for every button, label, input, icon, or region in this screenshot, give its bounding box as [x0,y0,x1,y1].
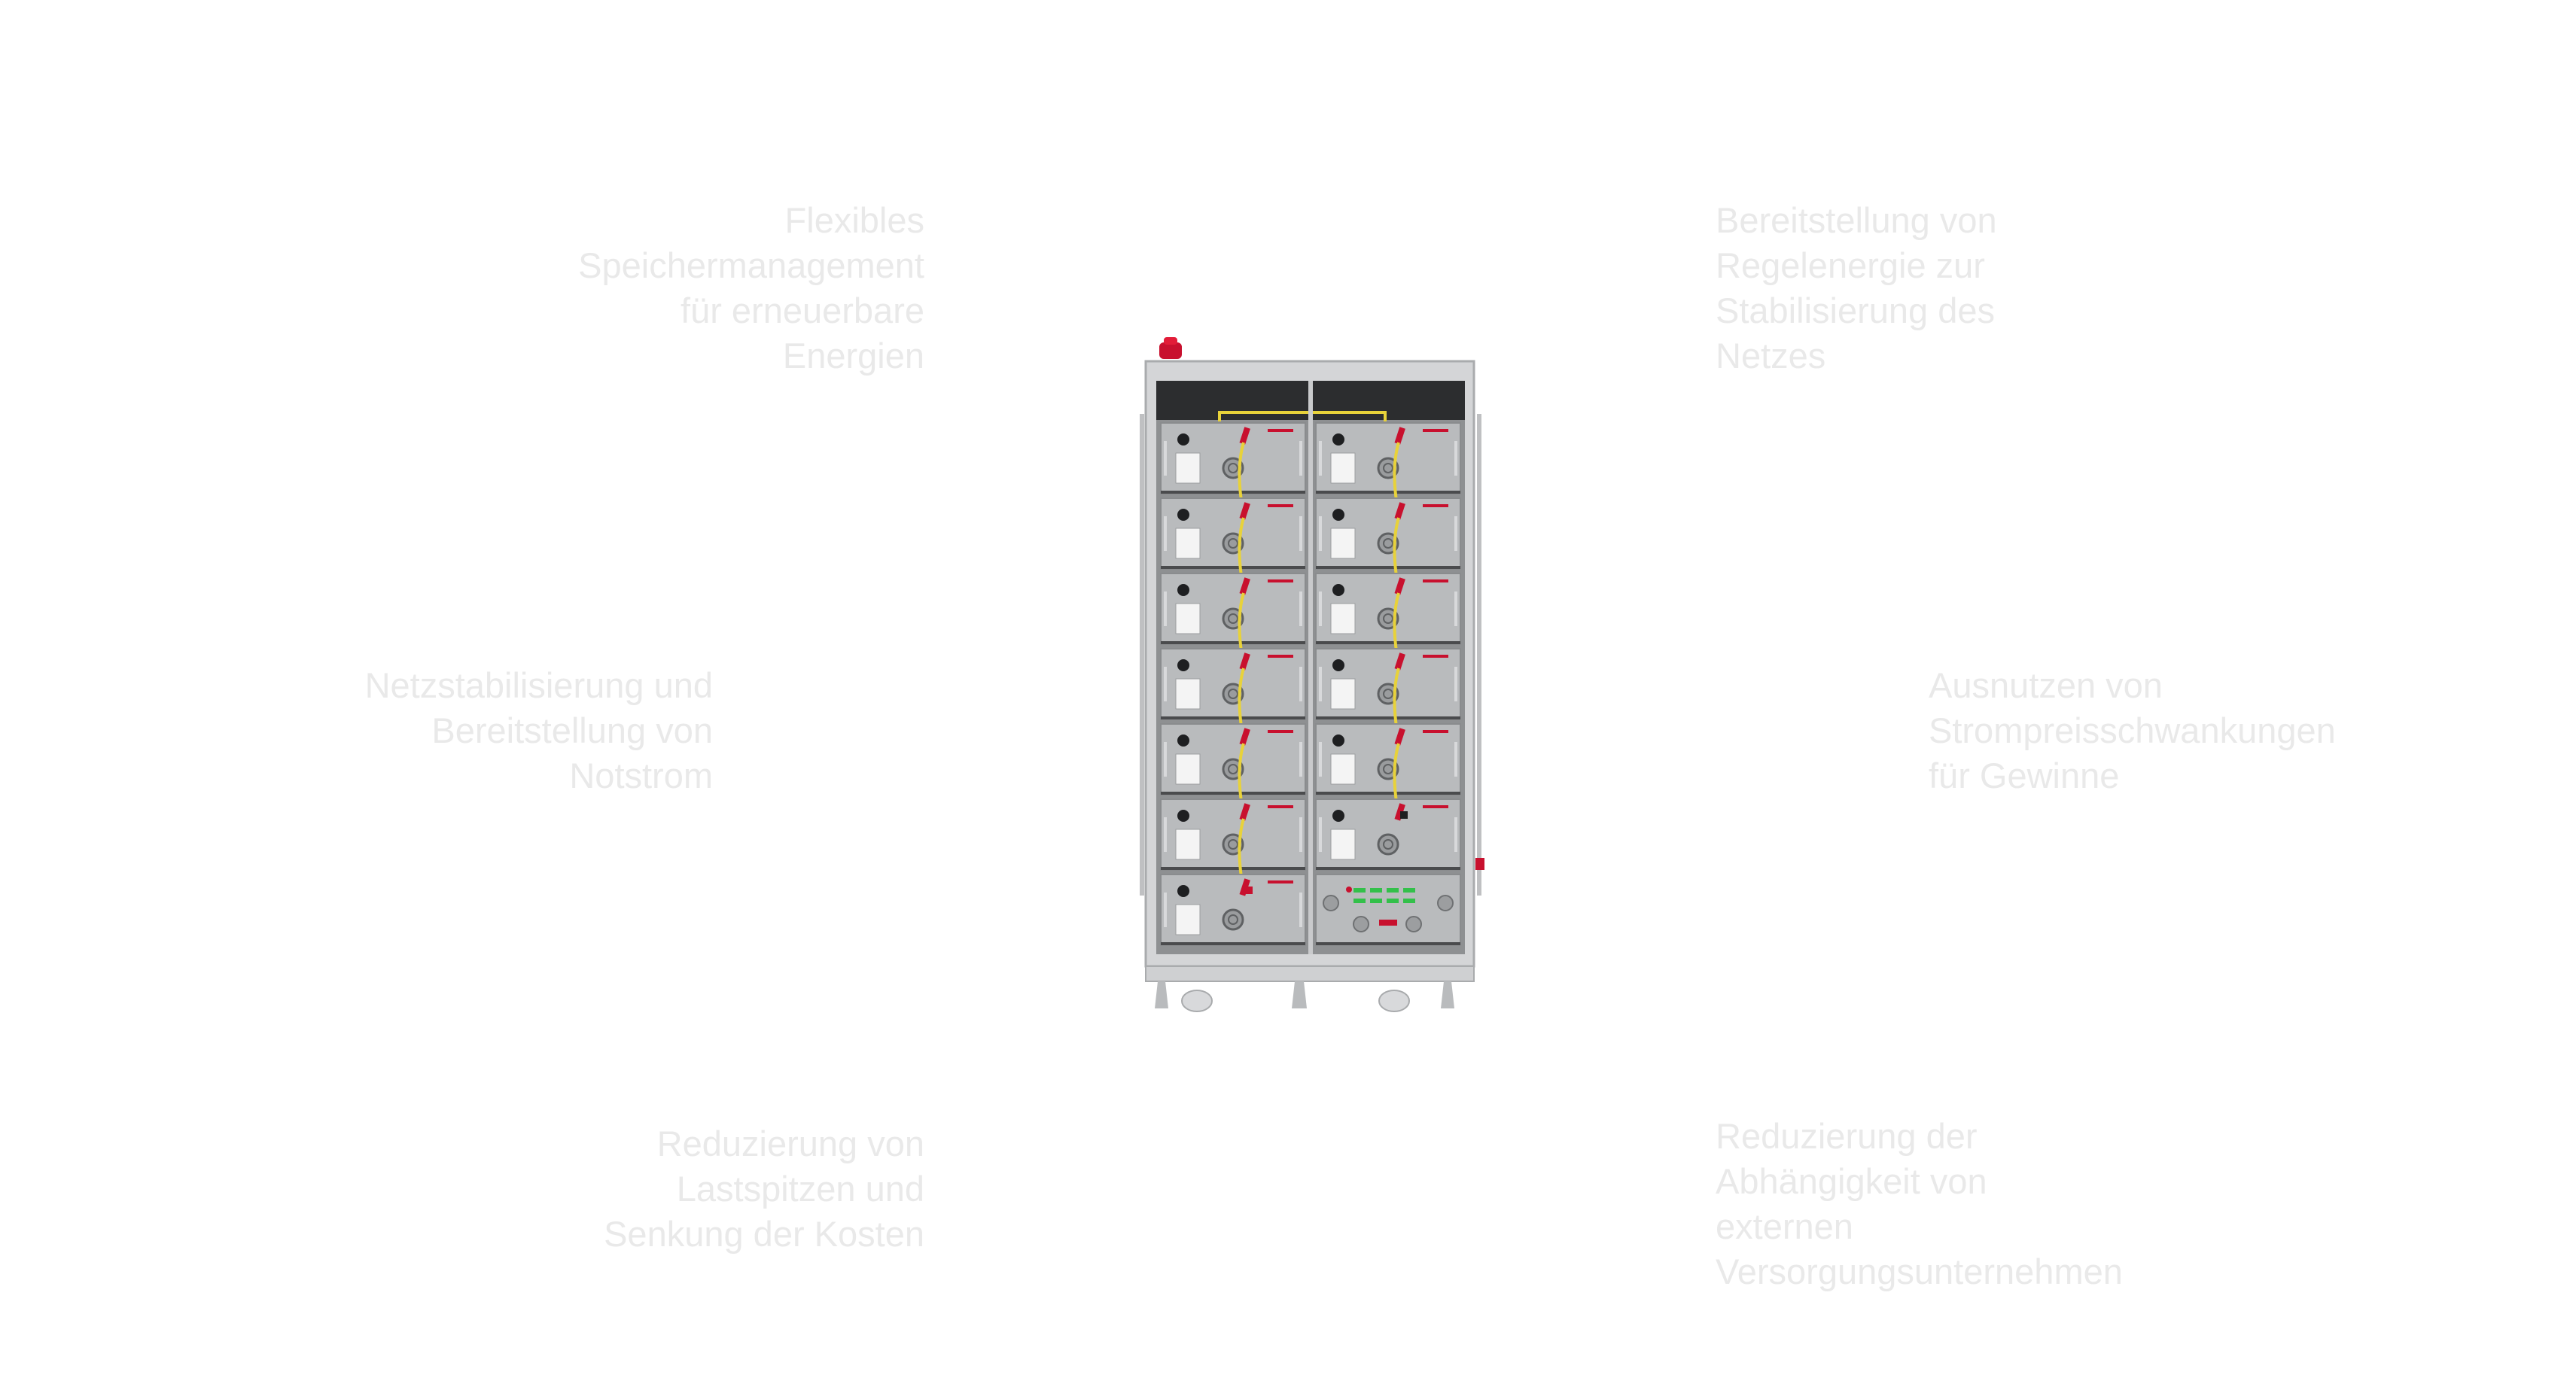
battery-storage-cabinet-image [1140,337,1484,1012]
feature-text-peak-shaving: Reduzierung von Lastspitzen und Senkung … [604,1124,924,1254]
feature-text-grid-stabilization: Netzstabilisierung und Bereitstellung vo… [364,665,713,795]
battery-module [1315,874,1461,946]
feature-text-utility-independence: Reduzierung der Abhängigkeit von externe… [1716,1116,2123,1291]
feature-text-price-arbitrage: Ausnutzen von Strompreisschwankungen für… [1929,665,2336,795]
feature-text-renewable-storage: Flexibles Speichermanagement für erneuer… [578,200,924,376]
feature-text-balancing-energy: Bereitstellung von Regelenergie zur Stab… [1716,200,1997,376]
